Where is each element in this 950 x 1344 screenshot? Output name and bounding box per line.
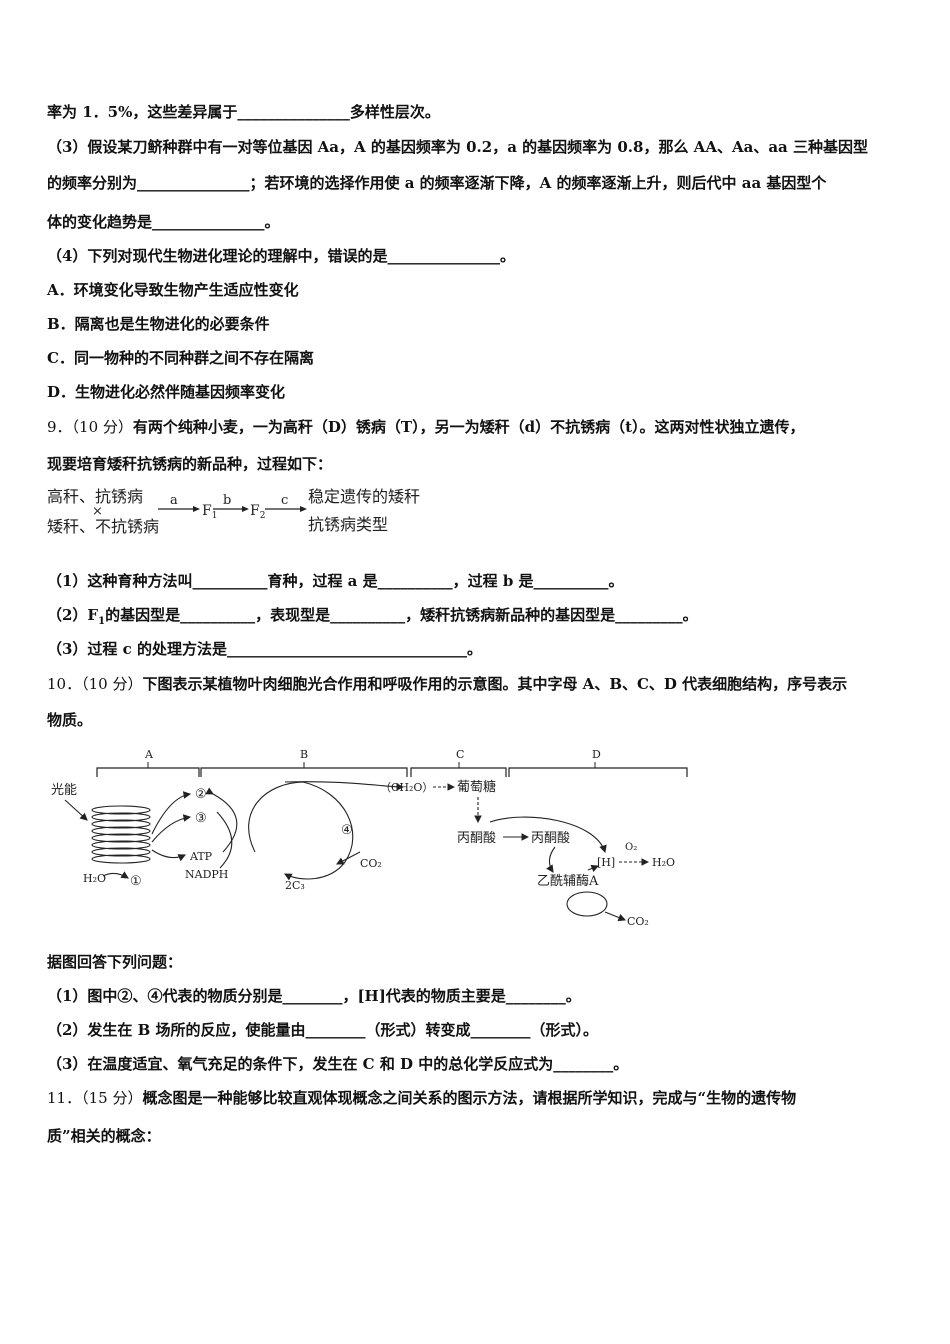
- arrow-a-head: [193, 506, 200, 512]
- arrow-to-atp: [151, 849, 186, 862]
- question-10-number: 10．（10 分）: [47, 675, 143, 693]
- q9-sub2-rest: 的基因型是__________，表现型是__________，矮秆抗锈病新品种的…: [105, 606, 698, 624]
- q9-subquestion-3: （3）过程 c 的处理方法是__________________________…: [47, 640, 483, 658]
- parent-1-label: 高秆、抗锈病: [47, 487, 143, 506]
- question-9: 9．（10 分）有两个纯种小麦，一为高秆（D）锈病（T），另一为矮秆（d）不抗锈…: [47, 417, 908, 437]
- nadph-label: NADPH: [185, 868, 228, 881]
- parent-2-label: 矮秆、不抗锈病: [47, 517, 159, 536]
- breeding-process-diagram: 高秆、抗锈病 × 矮秆、不抗锈病 a F1 b F2 c 稳定遗传的矮秆 抗锈病…: [47, 487, 420, 536]
- process-b-label: b: [223, 493, 231, 508]
- glucose-label: 葡萄糖: [457, 779, 496, 795]
- arrow-to-3: [151, 814, 192, 843]
- arrow-b-head: [242, 506, 249, 512]
- text-line-22: 质”相关的概念：: [47, 1127, 161, 1145]
- arrow-c-head: [300, 506, 307, 512]
- text-line-5: （4）下列对现代生物进化理论的理解中，错误的是_______________。: [47, 247, 515, 265]
- co2-b-label: CO₂: [360, 857, 382, 870]
- krebs-cycle: [566, 891, 608, 917]
- thylakoid-stack: [91, 805, 151, 864]
- text-line-11: 现要培育矮秆抗锈病的新品种，过程如下：: [47, 455, 333, 473]
- arrow-2-3-loop: [205, 787, 238, 853]
- q10-subquestion-2: （2）发生在 B 场所的反应，使能量由________（形式）转变成______…: [47, 1021, 599, 1039]
- text-line-3: 的频率分别为_______________；若环境的选择作用使 a 的频率逐渐下…: [47, 174, 827, 192]
- result-line-1: 稳定遗传的矮秆: [308, 487, 420, 506]
- co2-arrow-b: [336, 851, 361, 865]
- f2-label: F2: [250, 503, 265, 521]
- option-c: C．同一物种的不同种群之间不存在隔离: [47, 349, 314, 367]
- bracket-B: [200, 767, 408, 777]
- q10-subquestion-3: （3）在温度适宜、氧气充足的条件下，发生在 C 和 D 中的总化学反应式为___…: [47, 1055, 629, 1073]
- q9-subquestion-1: （1）这种育种方法叫__________育种，过程 a 是__________，…: [47, 572, 624, 590]
- ch2o-label: （CH₂O）: [380, 781, 433, 794]
- co2-d-label: CO₂: [627, 915, 649, 928]
- question-10: 10．（10 分）下图表示某植物叶肉细胞光合作用和呼吸作用的示意图。其中字母 A…: [47, 674, 908, 694]
- text-line-4: 体的变化趋势是_______________。: [47, 213, 280, 231]
- water-right-label: H₂O: [652, 856, 675, 869]
- text-line-17: 据图回答下列问题：: [47, 953, 183, 971]
- arrow-to-acetyl: [546, 846, 556, 873]
- f1-label: F1: [202, 503, 217, 521]
- q9-subquestion-2: （2）F1的基因型是__________，表现型是__________，矮秆抗锈…: [47, 605, 908, 632]
- light-arrow: [64, 799, 88, 821]
- process-a-label: a: [170, 493, 178, 508]
- process-c-label: c: [281, 493, 288, 508]
- label-D: D: [592, 748, 601, 761]
- o2-label: O₂: [625, 842, 637, 853]
- calvin-left-arc: [248, 781, 306, 853]
- pyruvate-c-label: 丙酮酸: [457, 831, 496, 846]
- cell-process-diagram: A B C D 光能 H₂O ① ② ③ ATP NADPH ④ CO₂ 2C₃…: [51, 748, 688, 928]
- arrow-acetyl-to-h: [587, 864, 600, 873]
- bracket-D: [508, 767, 688, 777]
- option-b: B．隔离也是生物进化的必要条件: [47, 315, 270, 333]
- h-label: [H]: [597, 856, 615, 869]
- arrow-co2-d: [604, 911, 627, 922]
- cross-symbol: ×: [92, 504, 103, 519]
- c3-label: 2C₃: [285, 879, 305, 892]
- text-line-1: 率为 1．5%，这些差异属于_______________多样性层次。: [47, 103, 440, 121]
- arrow-to-2: [151, 791, 192, 835]
- question-11-number: 11．（15 分）: [47, 1089, 143, 1107]
- water-split-arrow: [102, 871, 129, 879]
- text-line-16: 物质。: [47, 711, 93, 729]
- question-9-number: 9．（10 分）: [47, 418, 133, 436]
- question-10-text: 下图表示某植物叶肉细胞光合作用和呼吸作用的示意图。其中字母 A、B、C、D 代表…: [142, 675, 848, 693]
- substance-4-label: ④: [341, 823, 353, 838]
- bracket-A: [96, 767, 200, 777]
- pyruvate-d-label: 丙酮酸: [531, 831, 570, 846]
- acetyl-coa-label: 乙酰辅酶A: [537, 873, 599, 889]
- label-B: B: [300, 748, 308, 761]
- q9-sub2-subscript: 1: [98, 616, 106, 627]
- question-9-text: 有两个纯种小麦，一为高秆（D）锈病（T），另一为矮秆（d）不抗锈病（t）。这两对…: [132, 418, 805, 436]
- q10-subquestion-1: （1）图中②、④代表的物质分别是________，[H]代表的物质主要是____…: [47, 987, 581, 1005]
- atp-label: ATP: [189, 850, 213, 863]
- option-a: A．环境变化导致生物产生适应性变化: [47, 281, 299, 299]
- substance-3-label: ③: [195, 811, 207, 826]
- bracket-C: [410, 767, 507, 777]
- substance-2-label: ②: [195, 787, 207, 802]
- option-d: D．生物进化必然伴随基因频率变化: [47, 383, 286, 401]
- arrow-to-h: [489, 816, 607, 854]
- light-energy-label: 光能: [51, 783, 77, 798]
- q9-sub2-prefix: （2）F: [47, 606, 99, 624]
- question-11: 11．（15 分）概念图是一种能够比较直观体现概念之间关系的图示方法，请根据所学…: [47, 1088, 908, 1108]
- result-line-2: 抗锈病类型: [308, 515, 388, 534]
- text-line-2: （3）假设某刀鲚种群中有一对等位基因 Aa，A 的基因频率为 0.2，a 的基因…: [47, 138, 868, 156]
- substance-1-label: ①: [130, 874, 142, 889]
- label-C: C: [456, 748, 464, 761]
- question-11-text: 概念图是一种能够比较直观体现概念之间关系的图示方法，请根据所学知识，完成与“生物…: [142, 1089, 797, 1107]
- water-left-label: H₂O: [83, 872, 106, 885]
- label-A: A: [144, 748, 154, 761]
- arrow-atp-loop: [216, 811, 233, 869]
